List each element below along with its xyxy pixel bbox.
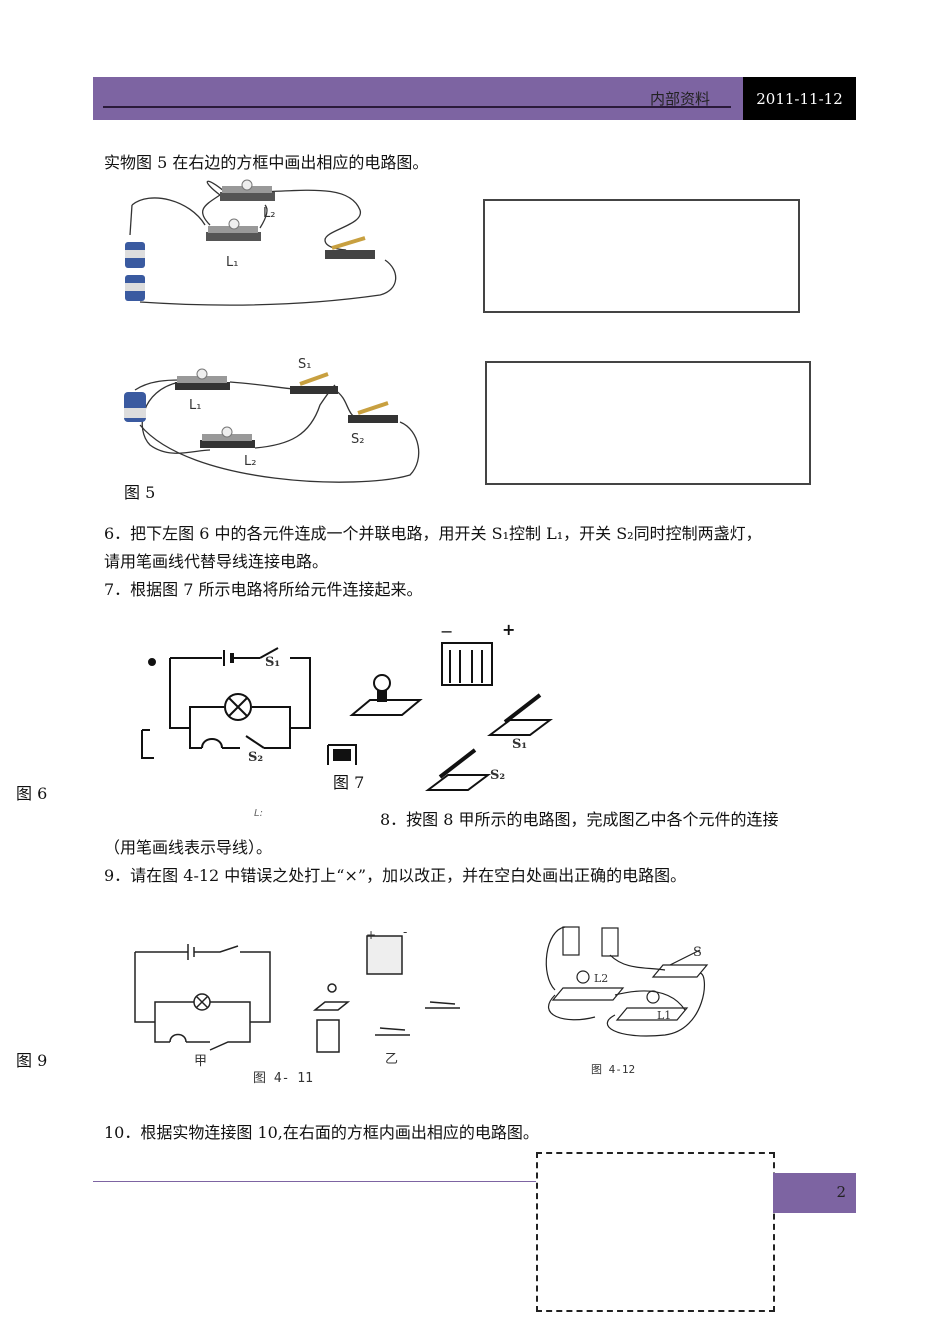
figure5-bottom-circuit	[124, 368, 420, 483]
fig5-bottom-label-s1: S₁	[298, 357, 312, 372]
section5-instruction: 实物图 5 在右边的方框中画出相应的电路图。	[104, 153, 429, 172]
q6-line2: 请用笔画线代替导线连接电路。	[104, 552, 329, 571]
figure4-12-diagram	[545, 926, 709, 1037]
header-bar	[93, 77, 743, 120]
fig5-top-label-l1: L₁	[226, 255, 239, 270]
figure4-11-diagram	[134, 935, 460, 1053]
fig7-battery-plus: +	[502, 620, 516, 639]
fig411-battery-minus: -	[403, 925, 408, 939]
fig7-battery-minus: −	[440, 622, 454, 641]
answer-box-2[interactable]	[485, 361, 811, 485]
fig412-label-l1: L1	[657, 1009, 672, 1022]
q7-text: 7．根据图 7 所示电路将所给元件连接起来。	[104, 580, 423, 599]
fig7-label-s2: S₂	[490, 768, 506, 783]
answer-box-1[interactable]	[483, 199, 800, 313]
header-underline	[103, 106, 731, 108]
fig411-battery-plus: +	[366, 928, 377, 942]
fig6-label-s2: S₂	[248, 750, 264, 765]
header-label: 内部资料	[650, 90, 711, 108]
q9-text: 9．请在图 4-12 中错误之处打上“×”，加以改正，并在空白处画出正确的电路图…	[104, 866, 687, 885]
stray-label: L:	[254, 808, 263, 819]
footer-page-number: 2	[773, 1173, 856, 1213]
figure6-caption: 图 6	[16, 784, 48, 803]
q6-line1: 6．把下左图 6 中的各元件连成一个并联电路，用开关 S₁控制 L₁，开关 S₂…	[104, 524, 762, 543]
q10-text: 10．根据实物连接图 10,在右面的方框内画出相应的电路图。	[104, 1123, 539, 1142]
figure6-circuit-diagram	[141, 647, 311, 759]
fig5-bottom-label-s2: S₂	[351, 432, 365, 447]
fig411-label-jia: 甲	[194, 1054, 208, 1069]
figure5-top-circuit	[125, 179, 397, 306]
fig412-label-s: S	[693, 945, 702, 960]
fig7-label-s1: S₁	[512, 737, 528, 752]
figure7-components	[327, 642, 553, 791]
answer-box-dashed[interactable]	[536, 1152, 775, 1312]
q8-line2: （用笔画线表示导线）。	[104, 838, 273, 857]
fig5-top-label-l2: L₂	[263, 206, 276, 221]
fig5-bottom-label-l2: L₂	[244, 454, 257, 469]
fig411-caption: 图 4- 11	[253, 1071, 313, 1086]
fig6-label-s1: S₁	[265, 655, 281, 670]
fig412-label-l2: L2	[594, 972, 609, 985]
footer-line	[93, 1181, 538, 1182]
fig5-bottom-label-l1: L₁	[189, 398, 202, 413]
fig412-caption: 图 4-12	[591, 1063, 636, 1076]
figure7-caption: 图 7	[333, 773, 365, 792]
q8-line1: 8．按图 8 甲所示的电路图，完成图乙中各个元件的连接	[380, 810, 779, 829]
fig411-label-yi: 乙	[385, 1052, 399, 1067]
figure5-caption: 图 5	[124, 483, 156, 502]
figure9-caption: 图 9	[16, 1051, 48, 1070]
header-date: 2011-11-12	[743, 77, 856, 120]
